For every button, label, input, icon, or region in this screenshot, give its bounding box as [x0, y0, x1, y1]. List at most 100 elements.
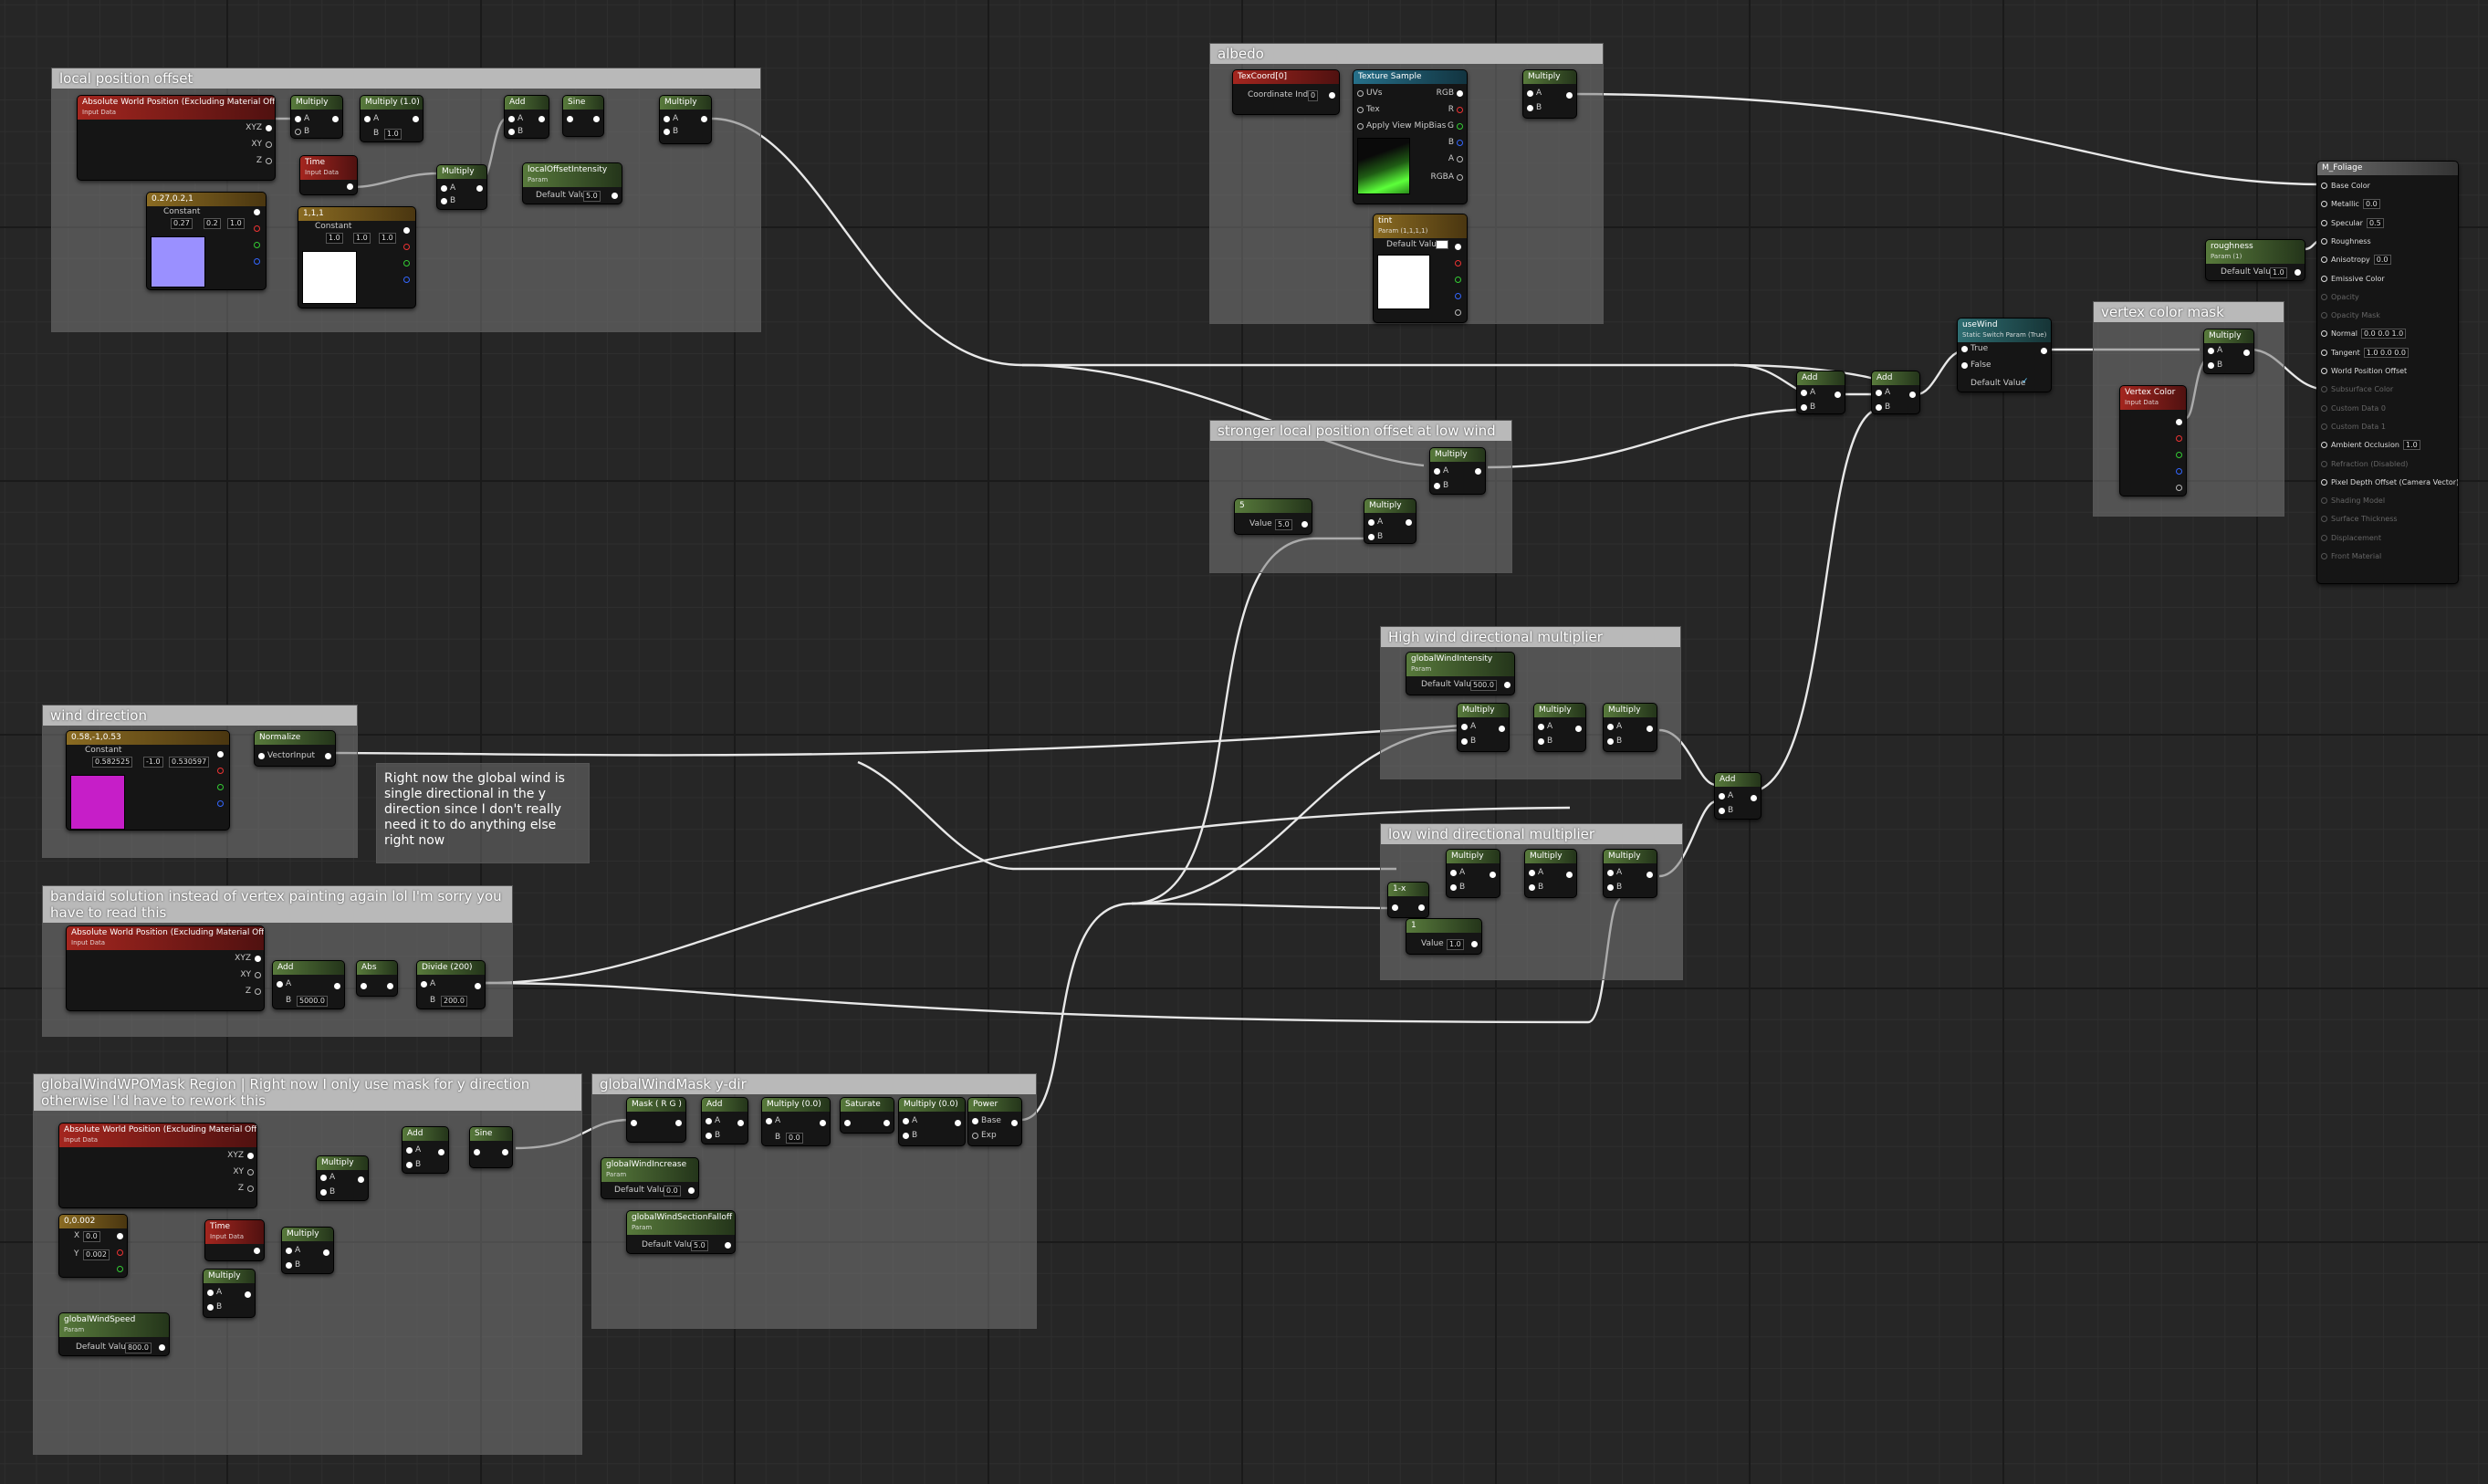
input-pin[interactable] [207, 1290, 214, 1296]
input-pin[interactable] [631, 1120, 637, 1126]
input-pin[interactable] [1357, 90, 1364, 97]
input-pin[interactable] [1719, 793, 1725, 799]
multiply-node[interactable]: Multiply A B [316, 1155, 369, 1201]
value-field[interactable]: 1.0 0.0 0.0 [2363, 347, 2410, 358]
input-pin[interactable] [1538, 724, 1544, 730]
multiply-node[interactable]: Multiply A B [1446, 849, 1500, 898]
multiply-node[interactable]: Multiply A B [1603, 703, 1657, 752]
input-pin[interactable] [903, 1133, 909, 1139]
input-pin[interactable] [1450, 870, 1457, 876]
input-pin[interactable] [2321, 237, 2327, 245]
material-input-pin[interactable]: Shading Model [2321, 496, 2385, 505]
absolute-world-position-node[interactable]: Absolute World Position (Excluding Mater… [77, 95, 276, 181]
output-pin[interactable] [2176, 485, 2182, 491]
input-pin[interactable] [972, 1133, 978, 1139]
input-pin[interactable] [2321, 368, 2327, 374]
output-pin[interactable] [1751, 795, 1757, 801]
input-pin[interactable] [441, 198, 447, 204]
input-pin[interactable] [1961, 362, 1968, 369]
input-pin[interactable] [320, 1175, 327, 1181]
input-pin[interactable] [1719, 808, 1725, 814]
output-pin[interactable] [1646, 872, 1653, 878]
value-field[interactable]: 0.530597 [169, 757, 210, 768]
mask-rg-node[interactable]: Mask ( R G ) [626, 1097, 686, 1143]
saturate-node[interactable]: Saturate [840, 1097, 894, 1134]
value-field[interactable]: 0.5 [2366, 217, 2384, 228]
output-pin[interactable] [1011, 1120, 1018, 1126]
input-pin[interactable] [1527, 105, 1533, 111]
output-pin[interactable] [475, 983, 481, 989]
value-field[interactable]: 200.0 [441, 996, 467, 1007]
output-pin[interactable] [403, 244, 410, 250]
output-pin[interactable] [820, 1120, 826, 1126]
material-input-pin[interactable]: Opacity [2321, 293, 2359, 301]
output-pin[interactable] [117, 1249, 123, 1256]
output-pin[interactable] [255, 956, 261, 962]
add-node[interactable]: Add A B [402, 1126, 449, 1174]
value-field[interactable]: 0.0 0.0 1.0 [2360, 329, 2407, 340]
output-pin[interactable] [1457, 140, 1463, 146]
multiply-node[interactable]: Multiply A B [1524, 849, 1577, 898]
value-field[interactable]: 500.0 [1470, 680, 1497, 691]
output-pin[interactable] [1457, 90, 1463, 97]
multiply-node[interactable]: Multiply A B [290, 95, 343, 139]
input-pin[interactable] [1801, 390, 1807, 396]
input-pin[interactable] [1529, 870, 1535, 876]
output-pin[interactable] [266, 125, 272, 131]
input-pin[interactable] [1538, 738, 1544, 745]
value-field[interactable]: 0.0 [786, 1133, 803, 1144]
input-pin[interactable] [903, 1118, 909, 1124]
multiply-node[interactable]: Multiply A B [1533, 703, 1586, 752]
input-pin[interactable] [2321, 553, 2327, 559]
input-pin[interactable] [2321, 460, 2327, 467]
output-pin[interactable] [217, 768, 224, 774]
input-pin[interactable] [2321, 312, 2327, 319]
texture-sample-node[interactable]: Texture Sample UVs Tex Apply View MipBia… [1353, 69, 1468, 204]
constant3-magenta-node[interactable]: 0.58,-1,0.53 Constant 0.582525 -1.0 0.53… [66, 730, 230, 831]
input-pin[interactable] [1368, 534, 1375, 540]
input-pin[interactable] [1357, 123, 1364, 130]
material-input-pin[interactable]: Subsurface Color [2321, 385, 2393, 393]
multiply-node[interactable]: Multiply A B [203, 1269, 256, 1318]
multiply-node[interactable]: Multiply A B [2203, 329, 2254, 374]
input-pin[interactable] [1527, 90, 1533, 97]
output-pin[interactable] [217, 800, 224, 807]
output-pin[interactable] [476, 185, 483, 192]
output-pin[interactable] [1455, 277, 1461, 283]
output-pin[interactable] [2176, 468, 2182, 475]
abs-node[interactable]: Abs [356, 960, 398, 997]
output-pin[interactable] [883, 1120, 890, 1126]
output-pin[interactable] [502, 1149, 508, 1155]
output-pin[interactable] [245, 1291, 251, 1298]
input-pin[interactable] [295, 116, 301, 122]
output-pin[interactable] [593, 116, 600, 122]
input-pin[interactable] [286, 1262, 292, 1269]
input-pin[interactable] [567, 116, 573, 122]
output-pin[interactable] [247, 1186, 254, 1192]
input-pin[interactable] [2321, 423, 2327, 430]
output-pin[interactable] [254, 225, 260, 232]
input-pin[interactable] [474, 1149, 480, 1155]
input-pin[interactable] [508, 116, 515, 122]
input-pin[interactable] [508, 129, 515, 135]
checkbox-icon[interactable]: ✓ [2022, 377, 2029, 386]
output-pin[interactable] [1504, 682, 1511, 688]
value-field[interactable]: 1.0 [384, 129, 402, 140]
input-pin[interactable] [406, 1162, 413, 1168]
input-pin[interactable] [972, 1118, 978, 1124]
input-pin[interactable] [664, 129, 670, 135]
input-pin[interactable] [2321, 219, 2327, 226]
normalize-node[interactable]: Normalize VectorInput [254, 730, 336, 767]
material-input-pin[interactable]: Displacement [2321, 534, 2381, 542]
output-pin[interactable] [403, 227, 410, 234]
value-field[interactable]: 1.0 [353, 233, 371, 244]
input-pin[interactable] [1607, 884, 1614, 891]
